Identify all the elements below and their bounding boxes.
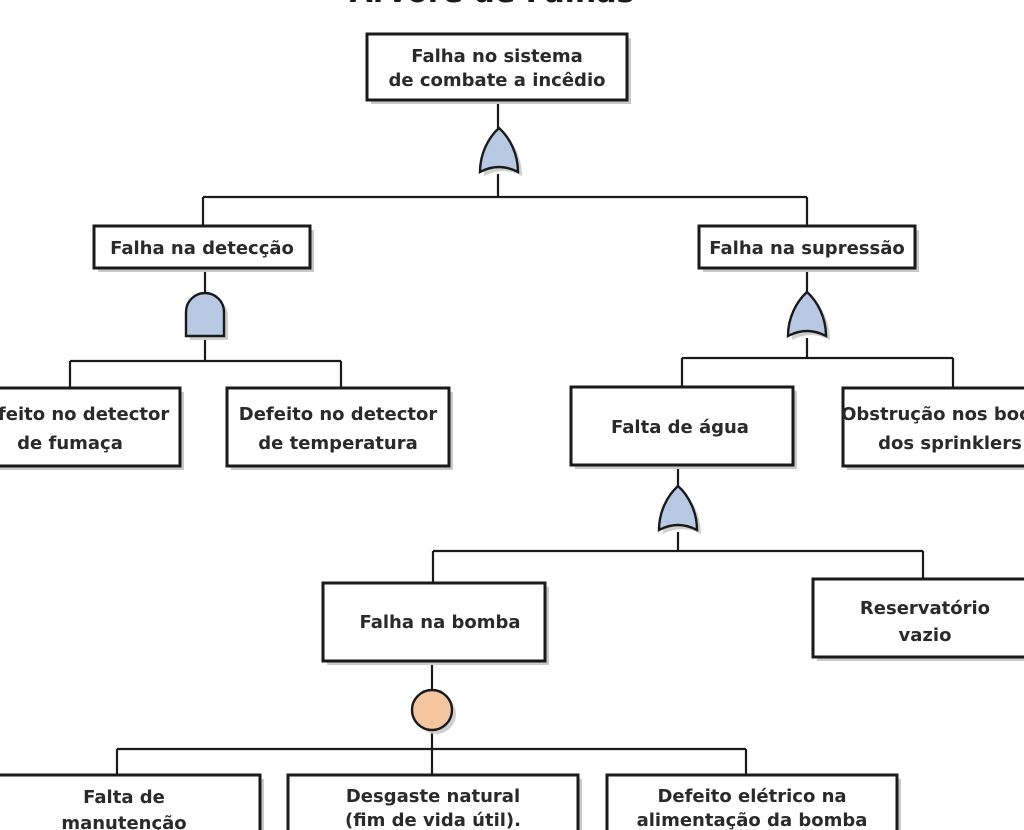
node-pump-label: Falha na bomba [359,612,520,633]
node-electrical-fault: Defeito elétrico na alimentação da bomba [605,773,901,830]
suppression-or-gate [786,290,830,340]
node-empty-reservoir: Reservatório vazio [811,577,1024,661]
node-temperature-detector: Defeito no detector de temperatura [225,386,453,470]
or-gate-icon [657,484,699,532]
node-natural-wear: Desgaste natural (fim de vida útil). [286,773,582,830]
basic-event-circle-icon [410,688,454,732]
or-gate-icon [478,126,520,174]
node-nozzles-line2: dos sprinklers [878,433,1022,454]
node-suppression: Falha na supressão [697,224,919,272]
node-electric-line1: Defeito elétrico na [657,786,846,807]
node-smoke-line1: Defeito no detector [0,404,169,425]
node-wear-line1: Desgaste natural [346,786,520,807]
node-smoke-line2: de fumaça [17,433,123,454]
node-temperature-line1: Defeito no detector [239,404,438,425]
node-nozzle-obstruction: Obstrução nos bocais dos sprinklers [841,386,1024,470]
node-maintenance-line1: Falta de [83,787,165,808]
node-top-event: Falha no sistema de combate a incêdio [365,32,631,104]
node-electric-line2: alimentação da bomba [637,810,868,830]
node-water-label: Falta de água [611,417,749,438]
detection-and-gate [184,291,228,340]
node-reservoir-line2: vazio [899,625,952,646]
node-nozzles-line1: Obstrução nos bocais [841,404,1024,425]
or-gate-icon [786,290,828,338]
node-reservoir-line1: Reservatório [860,598,990,619]
pump-basic-event [410,688,456,734]
node-pump-failure: Falha na bomba [321,581,549,665]
node-detection-label: Falha na detecção [110,238,294,259]
node-maintenance-line2: manutenção [61,813,186,830]
node-top-line2: de combate a incêdio [389,70,606,91]
node-lack-of-maintenance: Falta de manutenção [0,773,264,830]
connector-lines [68,102,955,775]
water-or-gate [657,484,701,534]
and-gate-icon [184,291,226,338]
node-suppression-label: Falha na supressão [709,238,904,259]
node-temperature-line2: de temperatura [258,433,418,454]
node-top-line1: Falha no sistema [411,46,583,67]
node-lack-of-water: Falta de água [569,385,797,469]
node-smoke-detector: Defeito no detector de fumaça [0,386,184,470]
node-detection: Falha na detecção [92,224,314,272]
diagram-title: Árvore de Falhas [350,0,635,10]
node-wear-line2: (fim de vida útil). [345,810,521,830]
top-or-gate [478,126,522,176]
